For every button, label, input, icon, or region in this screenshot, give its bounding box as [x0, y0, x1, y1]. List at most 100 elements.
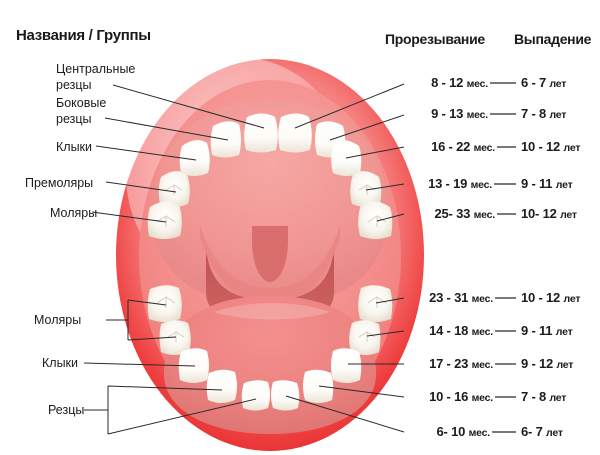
eruption-unit: мес.	[471, 359, 494, 371]
bracket-lower-molars	[106, 299, 177, 341]
eruption-lower-4: 10 - 16 мес.	[330, 390, 493, 405]
label-line-2: резцы	[56, 112, 92, 126]
tooth-lower-lateral-incisor-right	[303, 369, 334, 403]
tooth-lower-second-molar-right	[358, 285, 393, 322]
tooth-lower-lateral-incisor-left	[206, 369, 237, 403]
shedding-unit: лет	[555, 179, 573, 191]
leader-lines-right-upper	[294, 83, 405, 222]
eruption-value: 23 - 31	[429, 290, 469, 305]
tooth-upper-first-molar-right	[350, 171, 382, 207]
leader-right-upper-3	[345, 146, 405, 159]
column-header-eruption: Прорезывание	[385, 31, 485, 47]
eruption-lower-5: 6- 10 мес.	[330, 424, 491, 440]
leader-right-lower-1	[375, 297, 405, 304]
shedding-upper-5: 10- 12 лет	[521, 207, 577, 222]
shedding-lower-3: 9 - 12 лет	[521, 357, 573, 372]
tooth-lower-central-incisor-right	[271, 380, 300, 411]
tooth-upper-second-molar-left	[147, 201, 182, 239]
label-lower-molars: Моляры	[34, 313, 82, 327]
eruption-value: 13 - 19	[428, 176, 468, 191]
eruption-value: 16 - 22	[431, 139, 471, 154]
shedding-unit: лет	[556, 359, 574, 371]
molar-fissures	[156, 184, 387, 227]
eruption-unit: мес.	[471, 293, 494, 305]
eruption-unit: мес.	[471, 392, 494, 404]
label-upper-central-incisors: Центральные резцы	[56, 61, 135, 93]
shedding-value: 10- 12	[521, 206, 557, 221]
eruption-upper-5: 25- 33 мес.	[330, 207, 495, 222]
shedding-upper-3: 10 - 12 лет	[521, 140, 580, 155]
tooth-lower-first-molar-right	[349, 320, 381, 355]
leader-right-upper-2	[329, 114, 405, 141]
shedding-upper-2: 7 - 8 лет	[521, 107, 566, 122]
leader-right-upper-4	[365, 183, 405, 191]
shedding-unit: лет	[549, 109, 567, 121]
label-line-2: резцы	[56, 78, 92, 92]
eruption-value: 9 - 13	[431, 106, 464, 121]
soft-palate-edge	[200, 226, 340, 302]
shedding-lower-2: 9 - 11 лет	[521, 324, 573, 339]
shedding-value: 9 - 11	[521, 323, 553, 338]
tooth-lower-second-molar-left	[147, 285, 182, 322]
shedding-lower-4: 7 - 8 лет	[521, 390, 566, 405]
eruption-unit: мес.	[466, 78, 489, 90]
eruption-unit: мес.	[470, 179, 493, 191]
eruption-unit: мес.	[468, 427, 491, 439]
shedding-unit: лет	[549, 392, 567, 404]
leader-upper-premolar	[105, 181, 177, 193]
shedding-unit: лет	[560, 209, 577, 221]
eruption-upper-4: 13 - 19 мес.	[330, 177, 492, 192]
uvula	[252, 226, 288, 282]
label-upper-canines: Клыки	[56, 140, 93, 154]
tooth-upper-second-molar-right	[358, 201, 393, 239]
eruption-lower-1: 23 - 31 мес.	[330, 291, 493, 306]
leader-lines-left-upper	[91, 84, 265, 223]
shedding-unit: лет	[546, 427, 563, 439]
eruption-unit: мес.	[471, 326, 494, 338]
shedding-value: 10 - 12	[521, 139, 561, 154]
shedding-lower-5: 6- 7 лет	[521, 425, 563, 440]
label-upper-lateral-incisors: Боковые резцы	[56, 95, 106, 127]
label-upper-premolars: Премоляры	[25, 176, 94, 190]
eruption-lower-3: 17 - 23 мес.	[330, 357, 493, 372]
eruption-value: 25- 33	[434, 206, 471, 221]
label-line-1: Боковые	[56, 96, 107, 110]
label-upper-molars: Моляры	[50, 206, 98, 220]
tooth-upper-central-incisor-right	[278, 113, 312, 153]
shedding-value: 6- 7	[521, 424, 543, 439]
label-lower-canines: Клыки	[42, 356, 79, 370]
shedding-value: 9 - 12	[521, 356, 554, 371]
shedding-unit: лет	[563, 293, 581, 305]
leader-right-lower-2	[366, 330, 405, 337]
eruption-value: 10 - 16	[429, 389, 469, 404]
bracket-lower-incisors	[84, 385, 257, 435]
leader-upper-molar	[91, 211, 167, 223]
shedding-upper-4: 9 - 11 лет	[521, 177, 573, 192]
leader-right-upper-5	[376, 213, 405, 222]
eruption-lower-2: 14 - 18 мес.	[330, 324, 493, 339]
shedding-value: 6 - 7	[521, 75, 547, 90]
lower-teeth	[147, 285, 393, 411]
eruption-value: 17 - 23	[429, 356, 469, 371]
tooth-upper-central-incisor-left	[244, 113, 278, 153]
leader-lines-left-lower	[83, 299, 257, 435]
leader-lines-right-lower	[285, 297, 405, 433]
shedding-value: 7 - 8	[521, 106, 547, 121]
leader-right-lower-5	[285, 395, 405, 433]
leader-lower-canine	[83, 362, 196, 367]
shedding-value: 7 - 8	[521, 389, 547, 404]
eruption-unit: мес.	[473, 142, 496, 154]
eruption-upper-2: 9 - 13 мес.	[330, 107, 488, 122]
shedding-lower-1: 10 - 12 лет	[521, 291, 580, 306]
tooth-lower-central-incisor-left	[241, 380, 270, 411]
tooth-lower-canine-right	[331, 348, 362, 383]
tooth-lower-first-molar-left	[159, 320, 191, 355]
leader-upper-lateral-incisor	[104, 117, 229, 141]
eruption-upper-1: 8 - 12 мес.	[330, 76, 488, 91]
eruption-unit: мес.	[473, 209, 496, 221]
eruption-upper-3: 16 - 22 мес.	[330, 140, 495, 155]
shedding-value: 9 - 11	[521, 176, 553, 191]
leader-right-upper-1	[294, 83, 405, 129]
eruption-value: 6- 10	[436, 424, 466, 439]
